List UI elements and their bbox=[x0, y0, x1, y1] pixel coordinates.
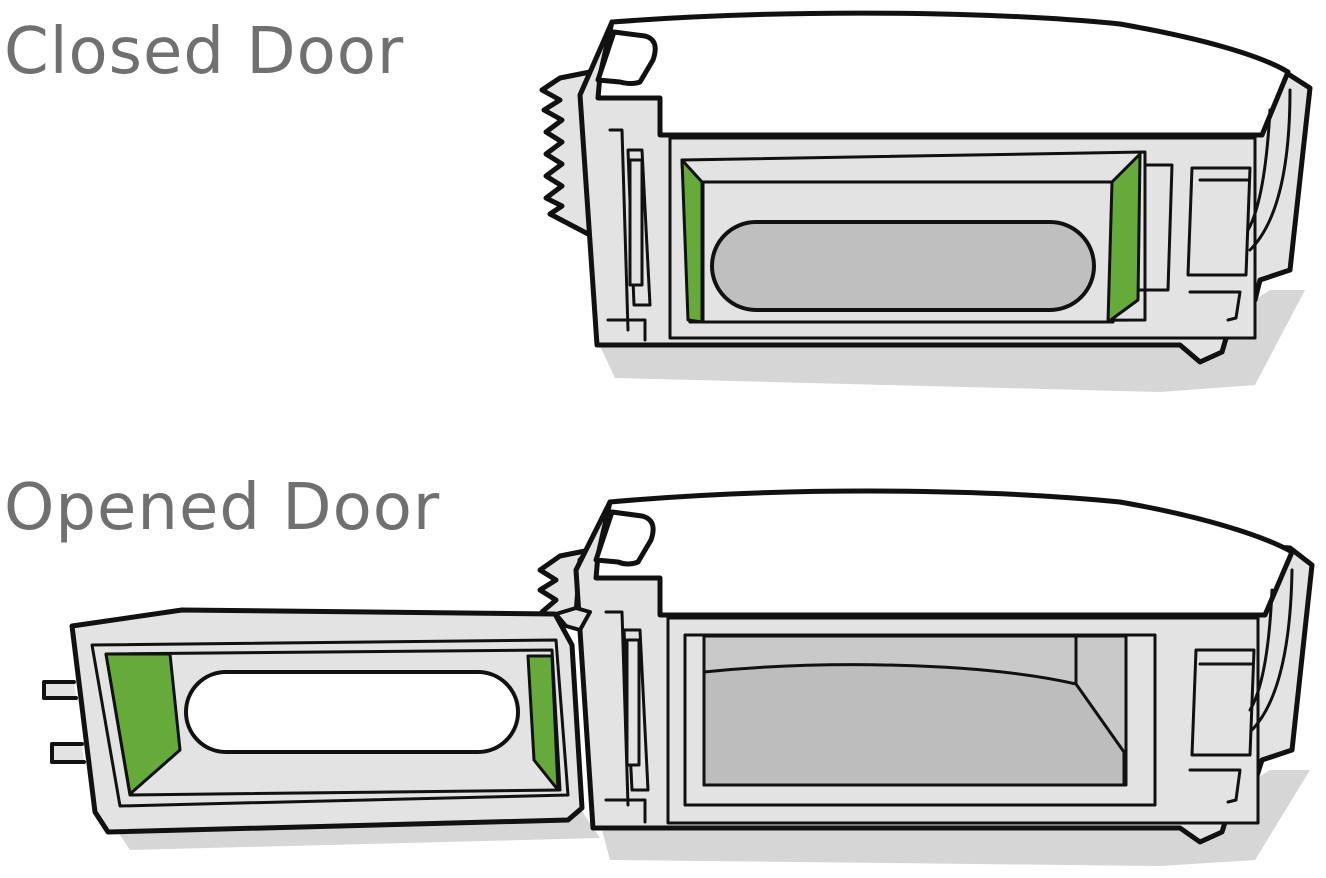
opened-door-window bbox=[184, 670, 520, 754]
opened-bin-left-slot bbox=[625, 638, 641, 767]
closed-door-label: Closed Door bbox=[4, 15, 405, 89]
closed-bin-right-rail bbox=[1138, 163, 1252, 322]
closed-bin-window bbox=[710, 220, 1096, 312]
closed-bin-left-slot bbox=[628, 158, 644, 287]
closed-bin-shadow bbox=[600, 290, 1305, 392]
closed-bin-seal-left bbox=[680, 158, 704, 324]
opened-door-hinge-link bbox=[554, 606, 592, 632]
opened-door-pin-bottom bbox=[50, 742, 86, 764]
closed-bin-lid bbox=[595, 10, 1291, 138]
opened-bin-right-rail bbox=[1188, 648, 1256, 804]
closed-bin-seal-right bbox=[1106, 152, 1142, 324]
opened-bin-lid bbox=[593, 488, 1295, 618]
opened-door-seal-left bbox=[104, 652, 182, 796]
opened-door-pin-top bbox=[42, 680, 78, 700]
opened-bin-shadow bbox=[600, 770, 1310, 866]
opened-door-label: Opened Door bbox=[4, 471, 441, 545]
opened-door-bin bbox=[42, 488, 1315, 866]
opened-bin-cavity-floor bbox=[702, 663, 1126, 787]
opened-bin-right-curve bbox=[1248, 568, 1294, 732]
opened-bin-latch bbox=[593, 509, 656, 567]
opened-door-seal-right bbox=[526, 654, 560, 792]
closed-bin-latch bbox=[595, 29, 658, 86]
closed-door-bin bbox=[539, 10, 1313, 392]
closed-bin-right-curve bbox=[1246, 88, 1292, 252]
